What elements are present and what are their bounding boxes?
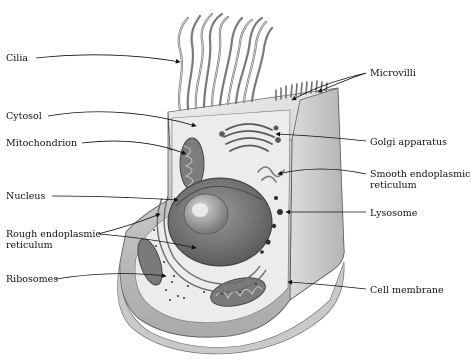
label-mitochondrion: Mitochondrion <box>6 138 77 149</box>
nucleus <box>168 178 272 266</box>
label-smooth-er-line2: reticulum <box>370 180 470 191</box>
label-ribosomes: Ribosomes <box>6 274 58 285</box>
cilia-group <box>179 14 272 110</box>
label-smooth-er: Smooth endoplasmic reticulum <box>370 169 470 191</box>
label-rough-er-line2: reticulum <box>6 240 101 251</box>
label-nucleus: Nucleus <box>6 191 45 202</box>
label-microvilli: Microvilli <box>370 68 416 79</box>
label-golgi: Golgi apparatus <box>370 137 447 148</box>
label-rough-er: Rough endoplasmic reticulum <box>6 229 101 251</box>
label-cell-membrane: Cell membrane <box>370 285 444 296</box>
label-smooth-er-line1: Smooth endoplasmic <box>370 169 470 180</box>
label-cytosol: Cytosol <box>6 111 42 122</box>
label-lysosome: Lysosome <box>370 208 417 219</box>
cell-side-wall <box>290 88 344 300</box>
label-cilia: Cilia <box>6 53 28 64</box>
label-rough-er-line1: Rough endoplasmic <box>6 229 101 240</box>
